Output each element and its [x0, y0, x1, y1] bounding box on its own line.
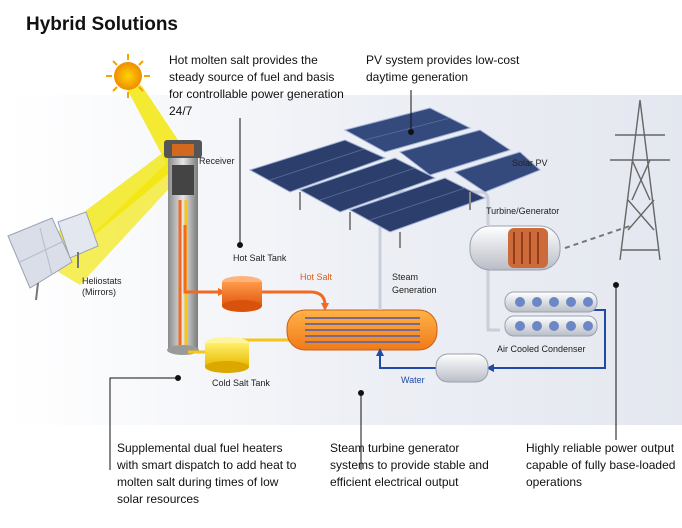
cold-salt-tank	[205, 337, 249, 373]
water-pump	[435, 353, 489, 383]
label-heliostats-mirrors: (Mirrors)	[82, 287, 116, 297]
callout-supplemental-heaters: Supplemental dual fuel heaters with smar…	[117, 441, 297, 506]
steam-pipe	[486, 270, 500, 332]
transmission-tower-icon	[610, 99, 670, 261]
hot-salt-pipe	[258, 290, 327, 306]
turbine-generator	[469, 225, 561, 271]
callout-pv: PV system provides low-cost daytime gene…	[366, 53, 520, 84]
label-hot-salt: Hot Salt	[300, 272, 333, 282]
label-air-cooled-condenser: Air Cooled Condenser	[497, 344, 586, 354]
callout-leaders	[109, 90, 619, 470]
power-line	[564, 225, 631, 249]
page-title: Hybrid Solutions	[26, 14, 178, 35]
label-heliostats: Heliostats	[82, 276, 122, 286]
caption-band	[0, 425, 682, 528]
callout-molten-salt: Hot molten salt provides the steady sour…	[169, 53, 344, 118]
steam-generator	[286, 309, 438, 351]
receiver-tower	[164, 140, 202, 355]
hot-salt-pipe	[183, 225, 218, 294]
reflected-beam	[55, 155, 188, 285]
solar-pv-array	[248, 107, 541, 248]
label-water: Water	[401, 375, 425, 385]
label-steam: Steam	[392, 272, 419, 282]
callout-steam-turbine: Steam turbine generator systems to provi…	[330, 441, 489, 489]
sun-icon	[106, 54, 150, 98]
air-cooled-condenser	[504, 291, 598, 337]
arrow-down-icon	[321, 303, 329, 311]
water-pipe	[379, 352, 436, 369]
water-pipe	[492, 309, 606, 369]
label-turbine-generator: Turbine/Generator	[486, 206, 560, 216]
label-solar-pv: Solar PV	[512, 158, 548, 168]
arrow-left-icon	[486, 364, 494, 372]
label-cold-salt-tank: Cold Salt Tank	[212, 378, 270, 388]
hot-salt-tank	[222, 276, 262, 312]
arrow-up-icon	[376, 348, 384, 356]
callout-reliable-output: Highly reliable power output capable of …	[526, 441, 676, 489]
label-receiver: Receiver	[199, 156, 235, 166]
label-hot-salt-tank: Hot Salt Tank	[233, 253, 287, 263]
heliostat-mirrors	[7, 211, 99, 301]
label-generation: Generation	[392, 285, 437, 295]
